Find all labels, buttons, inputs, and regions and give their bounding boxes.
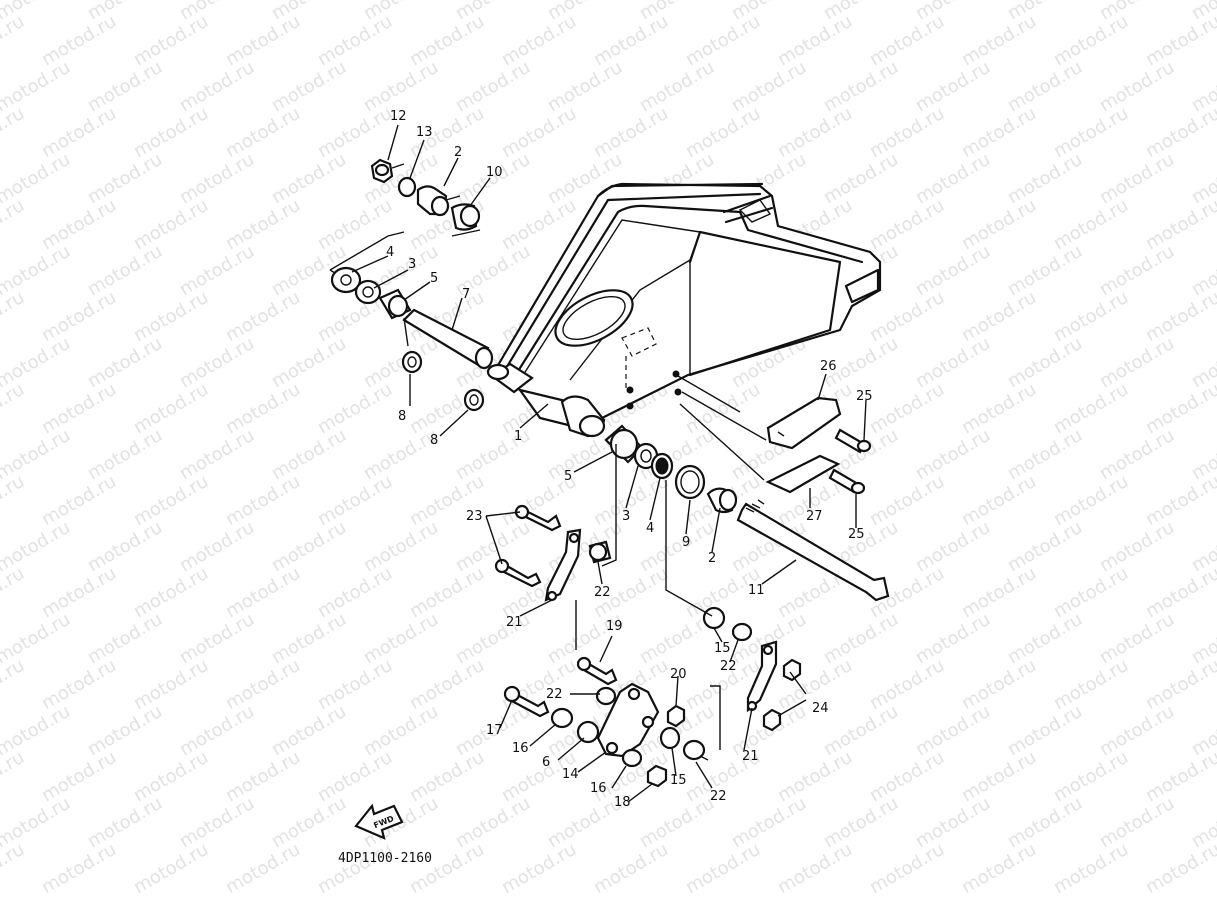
callout-14: 14: [562, 767, 579, 782]
callout-22: 22: [594, 585, 611, 600]
callout-3: 3: [408, 257, 416, 272]
callout-17: 17: [486, 723, 503, 738]
callout-21: 21: [506, 615, 523, 630]
callout-7: 7: [462, 287, 470, 302]
right-pivot-stack: [604, 424, 890, 602]
callout-5: 5: [430, 271, 438, 286]
diagram-code: 4DP1100-2160: [338, 851, 432, 866]
callout-18: 18: [614, 795, 631, 810]
callout-13: 13: [416, 125, 433, 140]
callout-9: 9: [682, 535, 690, 550]
callout-11: 11: [748, 583, 765, 598]
callout-22b: 22: [720, 659, 737, 674]
linkage-parts: [494, 444, 802, 788]
callout-16: 16: [512, 741, 529, 756]
callout-4b: 4: [646, 521, 654, 536]
callout-27: 27: [806, 509, 823, 524]
callout-2: 2: [454, 145, 462, 160]
callout-20: 20: [670, 667, 687, 682]
callout-8b: 8: [430, 433, 438, 448]
callout-23: 23: [466, 509, 483, 524]
callout-6: 6: [542, 755, 550, 770]
callout-1: 1: [514, 429, 522, 444]
callout-16b: 16: [590, 781, 607, 796]
fwd-arrow-icon: FWD: [354, 803, 404, 840]
chain-guard-parts: [677, 375, 872, 495]
upper-pivot-hardware: [329, 158, 481, 277]
callout-21b: 21: [742, 749, 759, 764]
callout-2b: 2: [708, 551, 716, 566]
callout-22c: 22: [546, 687, 563, 702]
callout-22d: 22: [710, 789, 727, 804]
left-pivot-stack: [330, 266, 494, 412]
callout-4: 4: [386, 245, 394, 260]
callout-3b: 3: [622, 509, 630, 524]
callout-25b: 25: [848, 527, 865, 542]
callout-12: 12: [390, 109, 407, 124]
callout-labels: 12 13 2 10 4 3 5 7 8 8 1 26 25 27 25 5 3…: [386, 109, 873, 810]
swingarm: [486, 182, 882, 438]
callout-15b: 15: [670, 773, 687, 788]
callout-25: 25: [856, 389, 873, 404]
callout-15: 15: [714, 641, 731, 656]
callout-10: 10: [486, 165, 503, 180]
callout-8: 8: [398, 409, 406, 424]
leader-lines: [351, 124, 867, 803]
callout-24: 24: [812, 701, 829, 716]
callout-19: 19: [606, 619, 623, 634]
callout-5b: 5: [564, 469, 572, 484]
callout-26: 26: [820, 359, 837, 374]
